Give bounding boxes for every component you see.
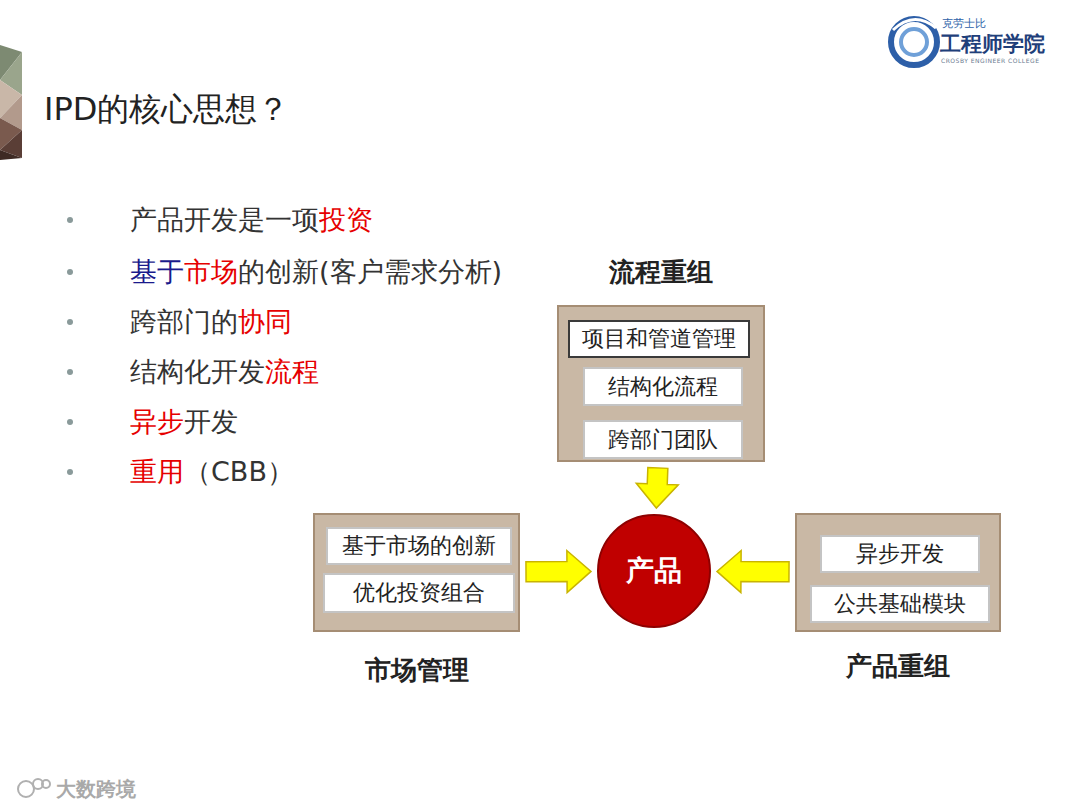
process-box: 优化投资组合	[323, 573, 515, 613]
block-arrow	[526, 551, 591, 593]
node-label: 基于市场的创新	[342, 531, 496, 561]
process-box: 公共基础模块	[810, 585, 990, 623]
group-heading: 市场管理	[275, 653, 558, 688]
logo-text: 克劳士比	[942, 16, 986, 31]
corner-lowpoly	[0, 45, 22, 160]
bullet-dot	[67, 217, 73, 223]
logo-subtitle: CROSBY ENGINEER COLLEGE	[941, 57, 1039, 64]
bullet-item: 重用（CBB）	[130, 455, 294, 489]
bullet-dot	[67, 369, 73, 375]
node-label: 产品	[626, 552, 682, 590]
slide-title: IPD的核心思想？	[44, 88, 289, 132]
node-label: 公共基础模块	[834, 589, 966, 619]
node-label: 异步开发	[856, 539, 944, 569]
process-box: 异步开发	[820, 535, 980, 573]
bullet-item: 异步开发	[130, 405, 238, 439]
bullet-item: 基于市场的创新(客户需求分析)	[130, 255, 502, 289]
node-label: 优化投资组合	[353, 578, 485, 608]
bullet-dot	[67, 419, 73, 425]
block-arrow	[636, 468, 678, 508]
group-panel: 产品重组异步开发公共基础模块	[795, 513, 1001, 632]
process-box: 跨部门团队	[583, 420, 743, 459]
bullet-item: 跨部门的协同	[130, 305, 292, 339]
logo-text: 工程师学院	[940, 30, 1045, 58]
group-panel: 流程重组项目和管道管理结构化流程跨部门团队	[557, 305, 765, 462]
group-panel: 市场管理基于市场的创新优化投资组合	[313, 513, 520, 632]
node-label: 结构化流程	[608, 372, 718, 402]
node-label: 项目和管道管理	[582, 324, 736, 354]
bullet-dot	[67, 269, 73, 275]
product-circle: 产品	[597, 514, 711, 628]
watermark: 大数跨境	[56, 776, 136, 803]
college-logo	[891, 19, 937, 65]
watermark-logo	[18, 779, 50, 797]
bullet-item: 产品开发是一项投资	[130, 203, 373, 237]
process-box: 基于市场的创新	[326, 527, 512, 565]
bullet-dot	[67, 319, 73, 325]
group-heading: 产品重组	[757, 649, 1039, 684]
bullet-dot	[67, 469, 73, 475]
bullet-item: 结构化开发流程	[130, 355, 319, 389]
group-heading: 流程重组	[519, 255, 803, 290]
process-box: 项目和管道管理	[568, 320, 750, 358]
process-box: 结构化流程	[583, 367, 743, 406]
block-arrow	[717, 551, 789, 593]
node-label: 跨部门团队	[608, 425, 718, 455]
